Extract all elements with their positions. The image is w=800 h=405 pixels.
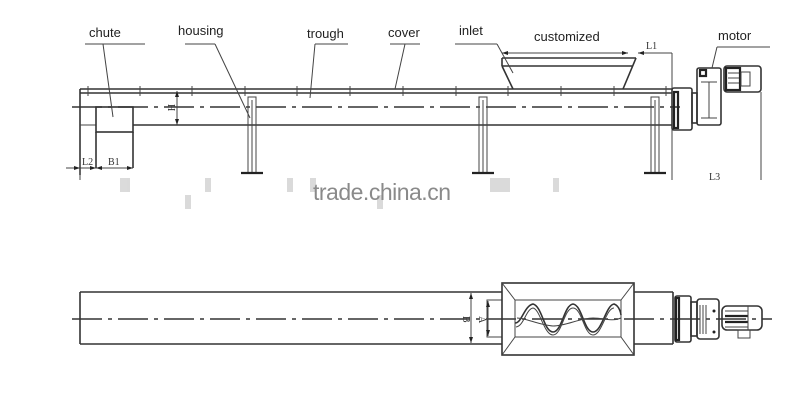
drive-assembly-top (674, 295, 763, 343)
screw-flight (514, 303, 622, 333)
cover-joints (87, 86, 667, 96)
dim-l2: L2 (82, 157, 93, 168)
support-leg (644, 96, 666, 175)
width-dimension-b: B (460, 293, 473, 343)
inlet-hopper (501, 57, 637, 90)
motor-top (721, 305, 763, 331)
label-housing: housing (178, 23, 224, 38)
motor-body (723, 65, 762, 93)
gearbox-top (696, 298, 720, 340)
watermark: trade.china.cn (313, 179, 450, 205)
inlet-hopper-top (501, 282, 635, 356)
label-customized: customized (534, 29, 600, 44)
dim-b: B (460, 316, 471, 323)
drive-assembly (671, 65, 762, 131)
label-trough: trough (307, 26, 344, 41)
dim-b1: B1 (108, 157, 120, 168)
support-legs (241, 96, 666, 175)
dim-h: H (165, 104, 176, 111)
height-dimension: H (165, 91, 179, 125)
label-inlet: inlet (459, 23, 483, 38)
chute-dimensions: L2 B1 (66, 157, 133, 180)
support-leg (472, 96, 494, 175)
label-cover: cover (388, 25, 420, 40)
dim-l3: L3 (709, 172, 720, 183)
gearbox (696, 67, 722, 126)
dim-l1: L1 (646, 41, 657, 52)
side-view: H (66, 23, 770, 209)
label-motor: motor (718, 28, 752, 43)
label-chute: chute (89, 25, 121, 40)
support-leg (241, 96, 263, 175)
hopper-outer (501, 282, 635, 356)
faded-dimension-artifacts (120, 178, 559, 209)
dim-a: A (476, 316, 487, 324)
terminal-box (737, 329, 751, 339)
leader-lines (85, 43, 770, 119)
top-view: B A (72, 282, 772, 356)
customized-dimension: L1 (502, 41, 673, 180)
chute-body (95, 106, 134, 133)
